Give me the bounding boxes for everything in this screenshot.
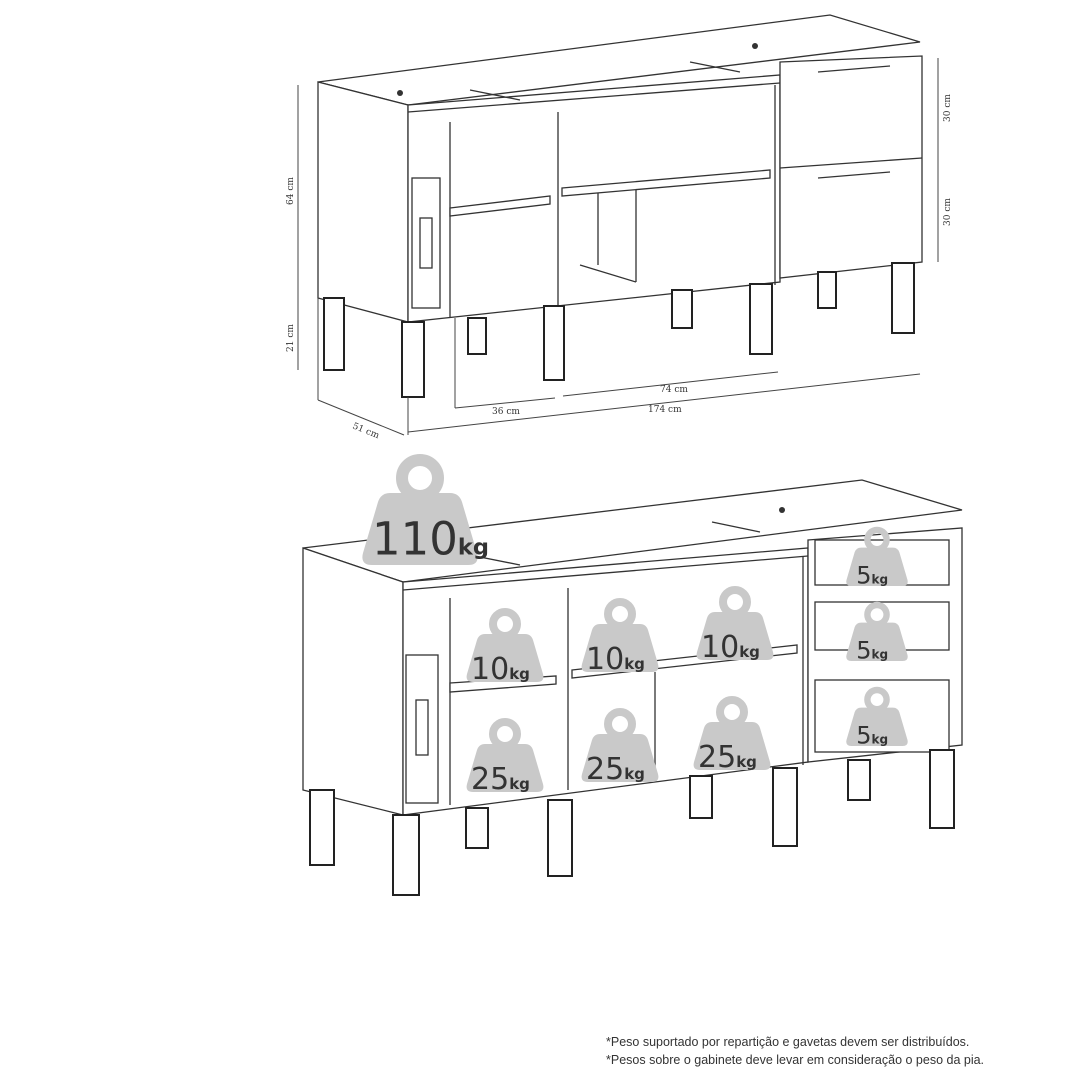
dim-width-total: 174 cm — [648, 405, 682, 415]
weight-bottom-2: 25kg — [582, 712, 659, 787]
weight-drawer-2: 5kg — [846, 605, 907, 665]
svg-text:5kg: 5kg — [856, 562, 888, 590]
svg-text:110kg: 110kg — [372, 513, 489, 566]
svg-text:25kg: 25kg — [586, 752, 645, 787]
svg-text:10kg: 10kg — [471, 652, 530, 687]
svg-text:25kg: 25kg — [698, 740, 757, 775]
svg-text:5kg: 5kg — [856, 637, 888, 665]
dim-depth: 51 cm — [351, 422, 381, 442]
weight-top-value: 110 — [372, 513, 458, 566]
dim-height-legs: 21 cm — [286, 324, 296, 352]
dim-height-body: 64 cm — [286, 177, 296, 205]
weight-top: 110kg — [362, 460, 489, 566]
footnote-1: *Peso suportado por repartição e gavetas… — [606, 1035, 970, 1049]
footnotes: *Peso suportado por repartição e gavetas… — [606, 1033, 984, 1069]
svg-text:10kg: 10kg — [701, 630, 760, 665]
weight-shelf-1: 10kg — [467, 612, 544, 687]
svg-text:10kg: 10kg — [586, 642, 645, 677]
dim-drawer-top: 30 cm — [943, 94, 953, 122]
weight-shelf-2: 10kg — [582, 602, 659, 677]
weight-bottom-3: 25kg — [694, 700, 771, 775]
dimension-lines — [297, 58, 939, 436]
svg-text:5kg: 5kg — [856, 722, 888, 750]
weight-drawer-1: 5kg — [846, 530, 907, 590]
dim-width-center: 74 cm — [660, 385, 688, 395]
dim-drawer-bottom: 30 cm — [943, 198, 953, 226]
dimensioned-cabinet — [317, 14, 923, 398]
weight-drawer-3: 5kg — [846, 690, 907, 750]
dim-width-left: 36 cm — [492, 407, 520, 417]
svg-text:25kg: 25kg — [471, 762, 530, 797]
weight-shelf-3: 10kg — [697, 590, 774, 665]
weight-bottom-1: 25kg — [467, 722, 544, 797]
footnote-2: *Pesos sobre o gabinete deve levar em co… — [606, 1053, 985, 1067]
